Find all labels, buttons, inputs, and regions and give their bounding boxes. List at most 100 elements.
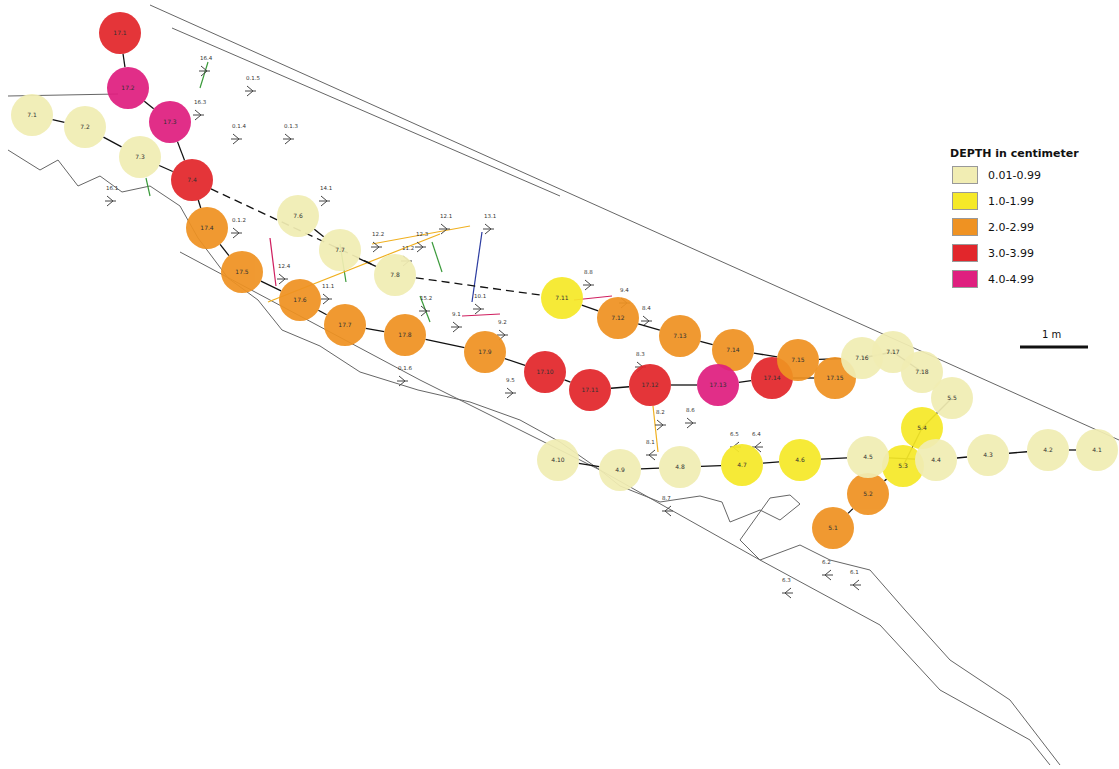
track-label: 16.4 xyxy=(200,56,212,62)
track-label: 6.4 xyxy=(752,432,761,438)
track-label: 9.1 xyxy=(452,312,461,318)
track-number: 7.17 xyxy=(886,349,899,355)
footprint-symbol xyxy=(483,224,494,234)
footprint-symbol xyxy=(283,134,294,144)
trackway-line xyxy=(638,324,660,330)
depth-circle: 7.12 xyxy=(597,297,639,339)
track-number: 7.3 xyxy=(135,154,145,160)
trackway-line xyxy=(314,229,323,237)
track-label: 6.2 xyxy=(822,560,831,566)
track-number: 4.9 xyxy=(615,467,625,473)
footprint-symbol xyxy=(419,306,430,316)
track-number: 17.1 xyxy=(113,30,126,36)
legend-swatch xyxy=(952,270,978,288)
trackway-line xyxy=(739,381,751,383)
track-number: 4.10 xyxy=(551,457,564,463)
footprint-symbol xyxy=(655,420,666,430)
footprint-symbol xyxy=(321,294,332,304)
scale-bar xyxy=(1020,347,1088,348)
trackway-line xyxy=(426,339,465,347)
depth-circle: 7.1 xyxy=(11,94,53,136)
track-number: 17.14 xyxy=(763,375,780,381)
depth-circle: 17.8 xyxy=(384,314,426,356)
track-label: 9.5 xyxy=(506,378,515,384)
depth-circle: 4.5 xyxy=(847,436,889,478)
footprint-symbol xyxy=(646,450,657,460)
legend-text: 1.0-1.99 xyxy=(988,196,1034,207)
trackway-line xyxy=(1009,452,1027,454)
track-label: 10.1 xyxy=(474,294,486,300)
track-number: 4.3 xyxy=(983,452,993,458)
trackway-line xyxy=(198,200,200,208)
track-number: 4.2 xyxy=(1043,447,1053,453)
trackway-line xyxy=(318,310,326,315)
depth-circle: 17.1 xyxy=(99,12,141,54)
depth-circle: 17.4 xyxy=(186,207,228,249)
legend-text: 0.01-0.99 xyxy=(988,170,1041,181)
depth-circle: 4.4 xyxy=(915,439,957,481)
track-number: 4.6 xyxy=(795,457,805,463)
depth-circle: 17.11 xyxy=(569,369,611,411)
depth-circle: 17.3 xyxy=(149,101,191,143)
track-label: 8.1 xyxy=(646,440,655,446)
track-label: 16.1 xyxy=(106,186,118,192)
legend-swatch xyxy=(952,166,978,184)
track-number: 7.13 xyxy=(673,333,686,339)
track-number: 7.8 xyxy=(390,272,400,278)
track-number: 5.5 xyxy=(947,395,957,401)
depth-circle: 7.7 xyxy=(319,229,361,271)
track-label: 12.4 xyxy=(278,264,290,270)
depth-circle: 17.9 xyxy=(464,331,506,373)
track-label: 9.2 xyxy=(498,320,507,326)
depth-circle: 17.2 xyxy=(107,67,149,109)
footprint-symbol xyxy=(319,196,330,206)
trackway-line xyxy=(579,463,600,466)
trackway-line xyxy=(261,281,281,291)
depth-circle: 7.13 xyxy=(659,315,701,357)
footprint-symbol xyxy=(782,588,793,598)
footprint-symbol xyxy=(371,242,382,252)
track-label: 16.3 xyxy=(194,100,206,106)
depth-circle: 4.8 xyxy=(659,446,701,488)
legend-swatch xyxy=(952,192,978,210)
trackway-line xyxy=(671,384,697,385)
depth-circle: 7.6 xyxy=(277,195,319,237)
footprint-symbol xyxy=(822,570,833,580)
track-number: 7.12 xyxy=(611,315,624,321)
track-number: 17.4 xyxy=(200,225,213,231)
track-label: 6.5 xyxy=(730,432,739,438)
track-number: 5.2 xyxy=(863,491,873,497)
track-label: 0.1.6 xyxy=(398,366,412,372)
footprint-symbol xyxy=(245,86,256,96)
scale-label: 1 m xyxy=(1042,330,1061,340)
trackway-line xyxy=(611,387,629,389)
track-label: 8.3 xyxy=(636,352,645,358)
track-number: 7.16 xyxy=(855,355,868,361)
outcrop-boundary xyxy=(8,5,1119,765)
trackway-line xyxy=(144,101,153,109)
depth-circle: 7.8 xyxy=(374,254,416,296)
footprint-symbol xyxy=(439,224,450,234)
track-number: 17.13 xyxy=(709,382,726,388)
track-label: 6.1 xyxy=(850,570,859,576)
footprint-symbol xyxy=(105,196,116,206)
depth-circle: 5.1 xyxy=(812,507,854,549)
track-label: 11.1 xyxy=(322,284,334,290)
track-label: 12.1 xyxy=(440,214,452,220)
depth-circle: 7.4 xyxy=(171,159,213,201)
track-number: 7.14 xyxy=(726,347,739,353)
track-number: 7.2 xyxy=(80,124,90,130)
depth-circle: 7.15 xyxy=(777,339,819,381)
track-number: 7.15 xyxy=(791,357,804,363)
footprint-symbol xyxy=(685,418,696,428)
trackway-line xyxy=(177,142,184,161)
trackway-line xyxy=(641,467,659,469)
depth-circle: 4.6 xyxy=(779,439,821,481)
track-label: 14.1 xyxy=(320,186,332,192)
legend-text: 4.0-4.99 xyxy=(988,274,1034,285)
track-label: 12.2 xyxy=(372,232,384,238)
track-number: 7.18 xyxy=(915,369,928,375)
trackway-line xyxy=(220,244,229,255)
track-label: 0.1.3 xyxy=(284,124,298,130)
